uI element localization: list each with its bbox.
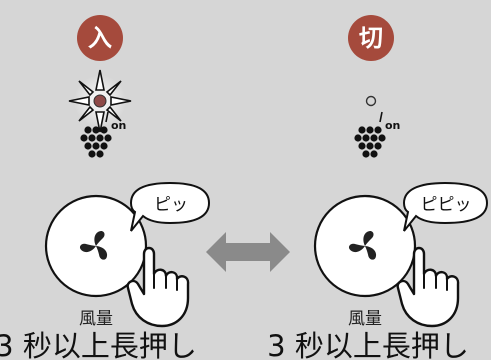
- speech-bubble-right: ピピッ: [402, 181, 489, 232]
- indicator-lamp-off-icon: [365, 95, 377, 107]
- airflow-button-right[interactable]: [313, 194, 417, 298]
- airflow-label-right: 風量: [348, 309, 382, 329]
- ion-grapes-icon: on: [354, 111, 400, 158]
- hold-instruction-right: 3 秒以上長押し: [267, 329, 469, 360]
- double-arrow-icon: [206, 232, 290, 272]
- beep-text-right: ピピッ: [421, 195, 472, 215]
- off-state-badge: [348, 15, 394, 61]
- off-state-label: 切: [359, 24, 383, 52]
- indicator-lamp-lit-icon: [68, 69, 132, 133]
- airflow-button-left[interactable]: [44, 194, 148, 298]
- ion-on-label-right: on: [385, 119, 400, 132]
- left-panel: 入 on: [0, 15, 211, 360]
- ion-grapes-icon: on: [80, 111, 126, 158]
- hold-instruction-left: 3 秒以上長押し: [0, 329, 197, 360]
- beep-text-left: ピッ: [154, 195, 188, 215]
- ion-on-label-left: on: [111, 119, 126, 132]
- on-state-badge: [77, 15, 123, 61]
- right-panel: 切 on ピピッ 風量 3 秒以上長押し: [267, 15, 489, 360]
- on-state-label: 入: [88, 24, 112, 52]
- speech-bubble-left: ピッ: [129, 181, 211, 232]
- airflow-label-left: 風量: [79, 309, 113, 329]
